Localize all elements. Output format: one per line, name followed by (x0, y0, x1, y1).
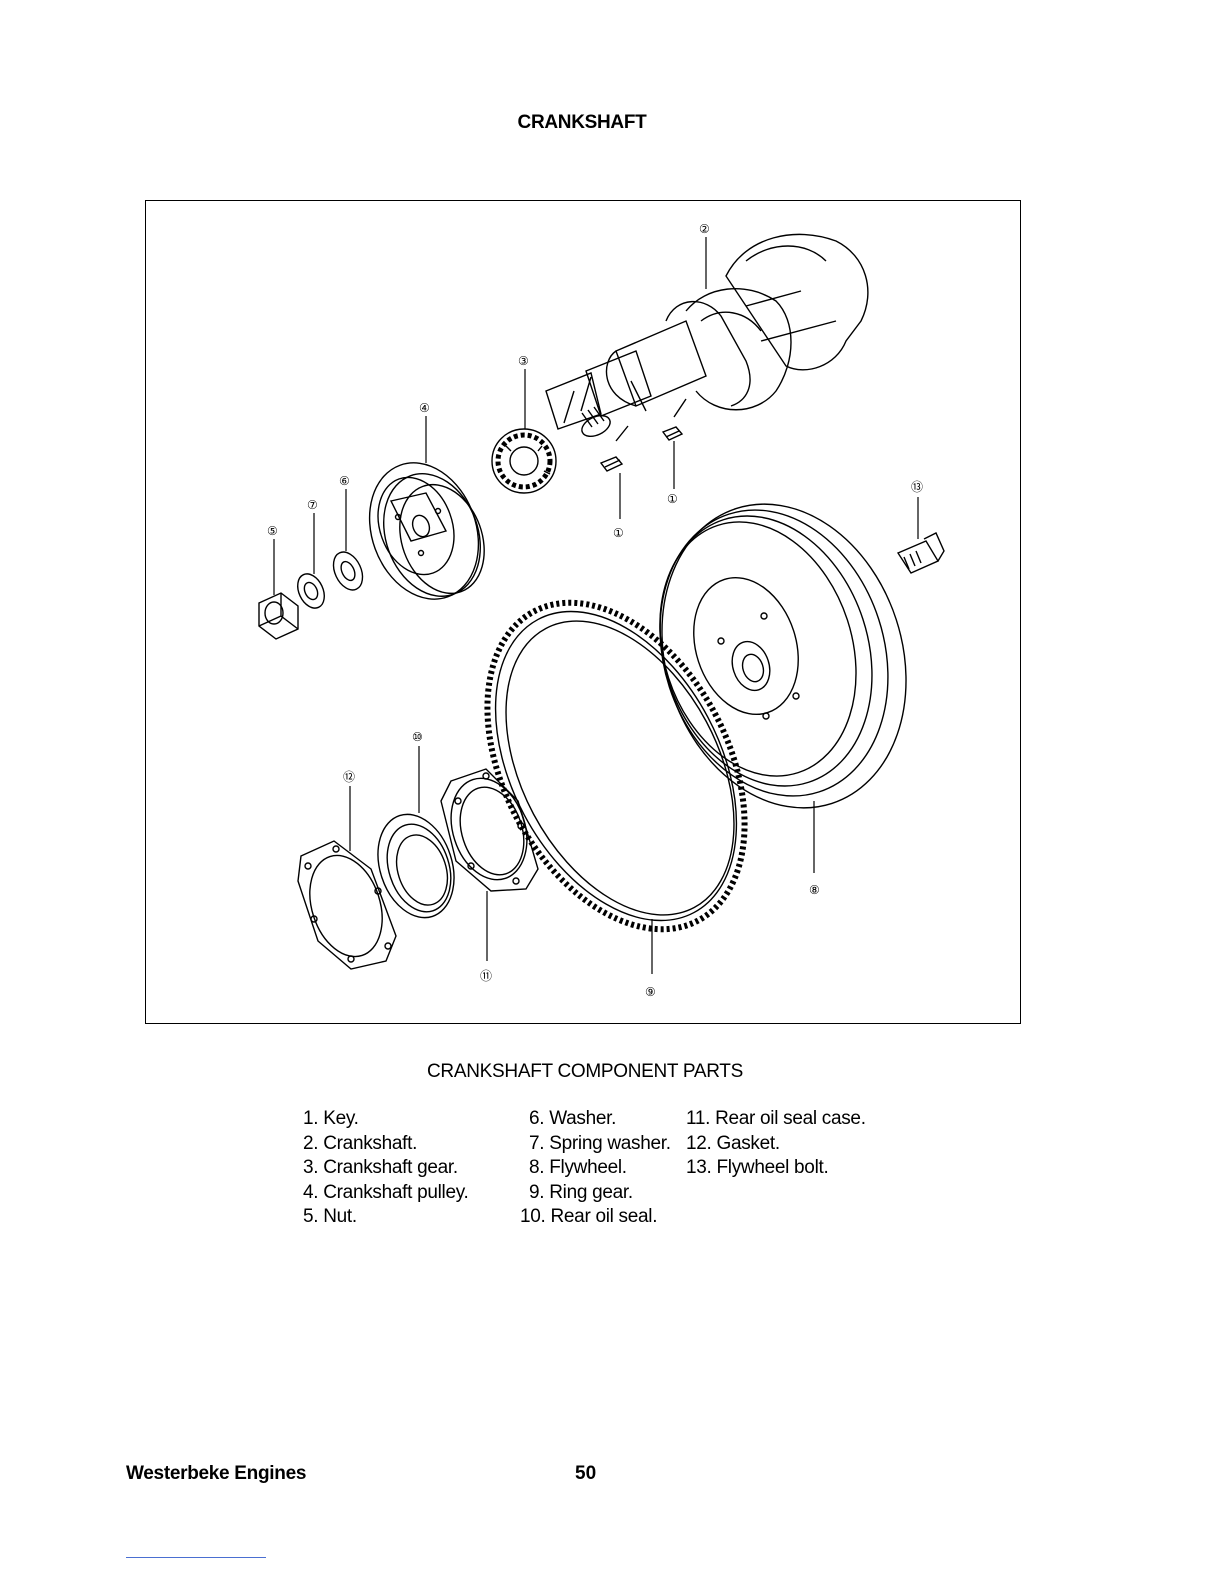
gasket-drawing (298, 841, 396, 969)
key-drawing (601, 399, 686, 471)
list-item: 10. Rear oil seal. (520, 1206, 671, 1231)
list-item: 5. Nut. (303, 1206, 469, 1231)
leader-lines (274, 237, 918, 974)
list-item: 12. Gasket. (686, 1133, 866, 1158)
callout-key-a: ① (613, 526, 624, 540)
ring-gear-drawing (435, 559, 797, 973)
callout-rear-oil-seal-case: ⑪ (480, 969, 492, 983)
callout-washer: ⑥ (339, 474, 350, 488)
figure-caption: CRANKSHAFT COMPONENT PARTS (0, 1061, 1170, 1083)
crankshaft-drawing (546, 234, 868, 440)
flywheel-bolt-drawing (898, 533, 944, 573)
footnote-rule (126, 1557, 266, 1558)
list-item: 6. Washer. (520, 1108, 671, 1133)
page-number: 50 (575, 1463, 596, 1485)
nut-drawing (259, 593, 298, 639)
list-item: 7. Spring washer. (520, 1133, 671, 1158)
parts-column-3: 11. Rear oil seal case. 12. Gasket. 13. … (686, 1108, 866, 1182)
list-item: 1. Key. (303, 1108, 469, 1133)
crankshaft-pulley-drawing (351, 447, 499, 614)
callout-crankshaft-pulley: ④ (419, 401, 430, 415)
footer-publisher: Westerbeke Engines (126, 1463, 306, 1485)
callout-spring-washer: ⑦ (307, 498, 318, 512)
callout-ring-gear: ⑨ (645, 985, 656, 999)
page-title: CRANKSHAFT (0, 112, 1164, 134)
callout-flywheel: ⑧ (809, 883, 820, 897)
list-item: 9. Ring gear. (520, 1182, 671, 1207)
crankshaft-gear-drawing (492, 429, 556, 493)
washer-drawing (328, 547, 368, 594)
list-item: 11. Rear oil seal case. (686, 1108, 866, 1133)
list-item: 4. Crankshaft pulley. (303, 1182, 469, 1207)
callout-crankshaft-gear: ③ (518, 354, 529, 368)
list-item: 8. Flywheel. (520, 1157, 671, 1182)
callout-key-b: ① (667, 492, 678, 506)
parts-column-2: 6. Washer. 7. Spring washer. 8. Flywheel… (520, 1108, 671, 1231)
parts-column-1: 1. Key. 2. Crankshaft. 3. Crankshaft gea… (303, 1108, 469, 1231)
callout-flywheel-bolt: ⑬ (911, 480, 923, 494)
list-item: 3. Crankshaft gear. (303, 1157, 469, 1182)
list-item: 13. Flywheel bolt. (686, 1157, 866, 1182)
list-item: 2. Crankshaft. (303, 1133, 469, 1158)
callout-crankshaft: ② (699, 222, 710, 236)
callout-nut: ⑤ (267, 524, 278, 538)
exploded-diagram: ② ③ ④ ⑥ ⑦ ⑤ ① ① ⑬ ⑧ ⑨ ⑩ ⑪ ⑫ (145, 200, 1021, 1024)
callout-gasket: ⑫ (343, 770, 355, 784)
callout-rear-oil-seal: ⑩ (412, 730, 423, 744)
